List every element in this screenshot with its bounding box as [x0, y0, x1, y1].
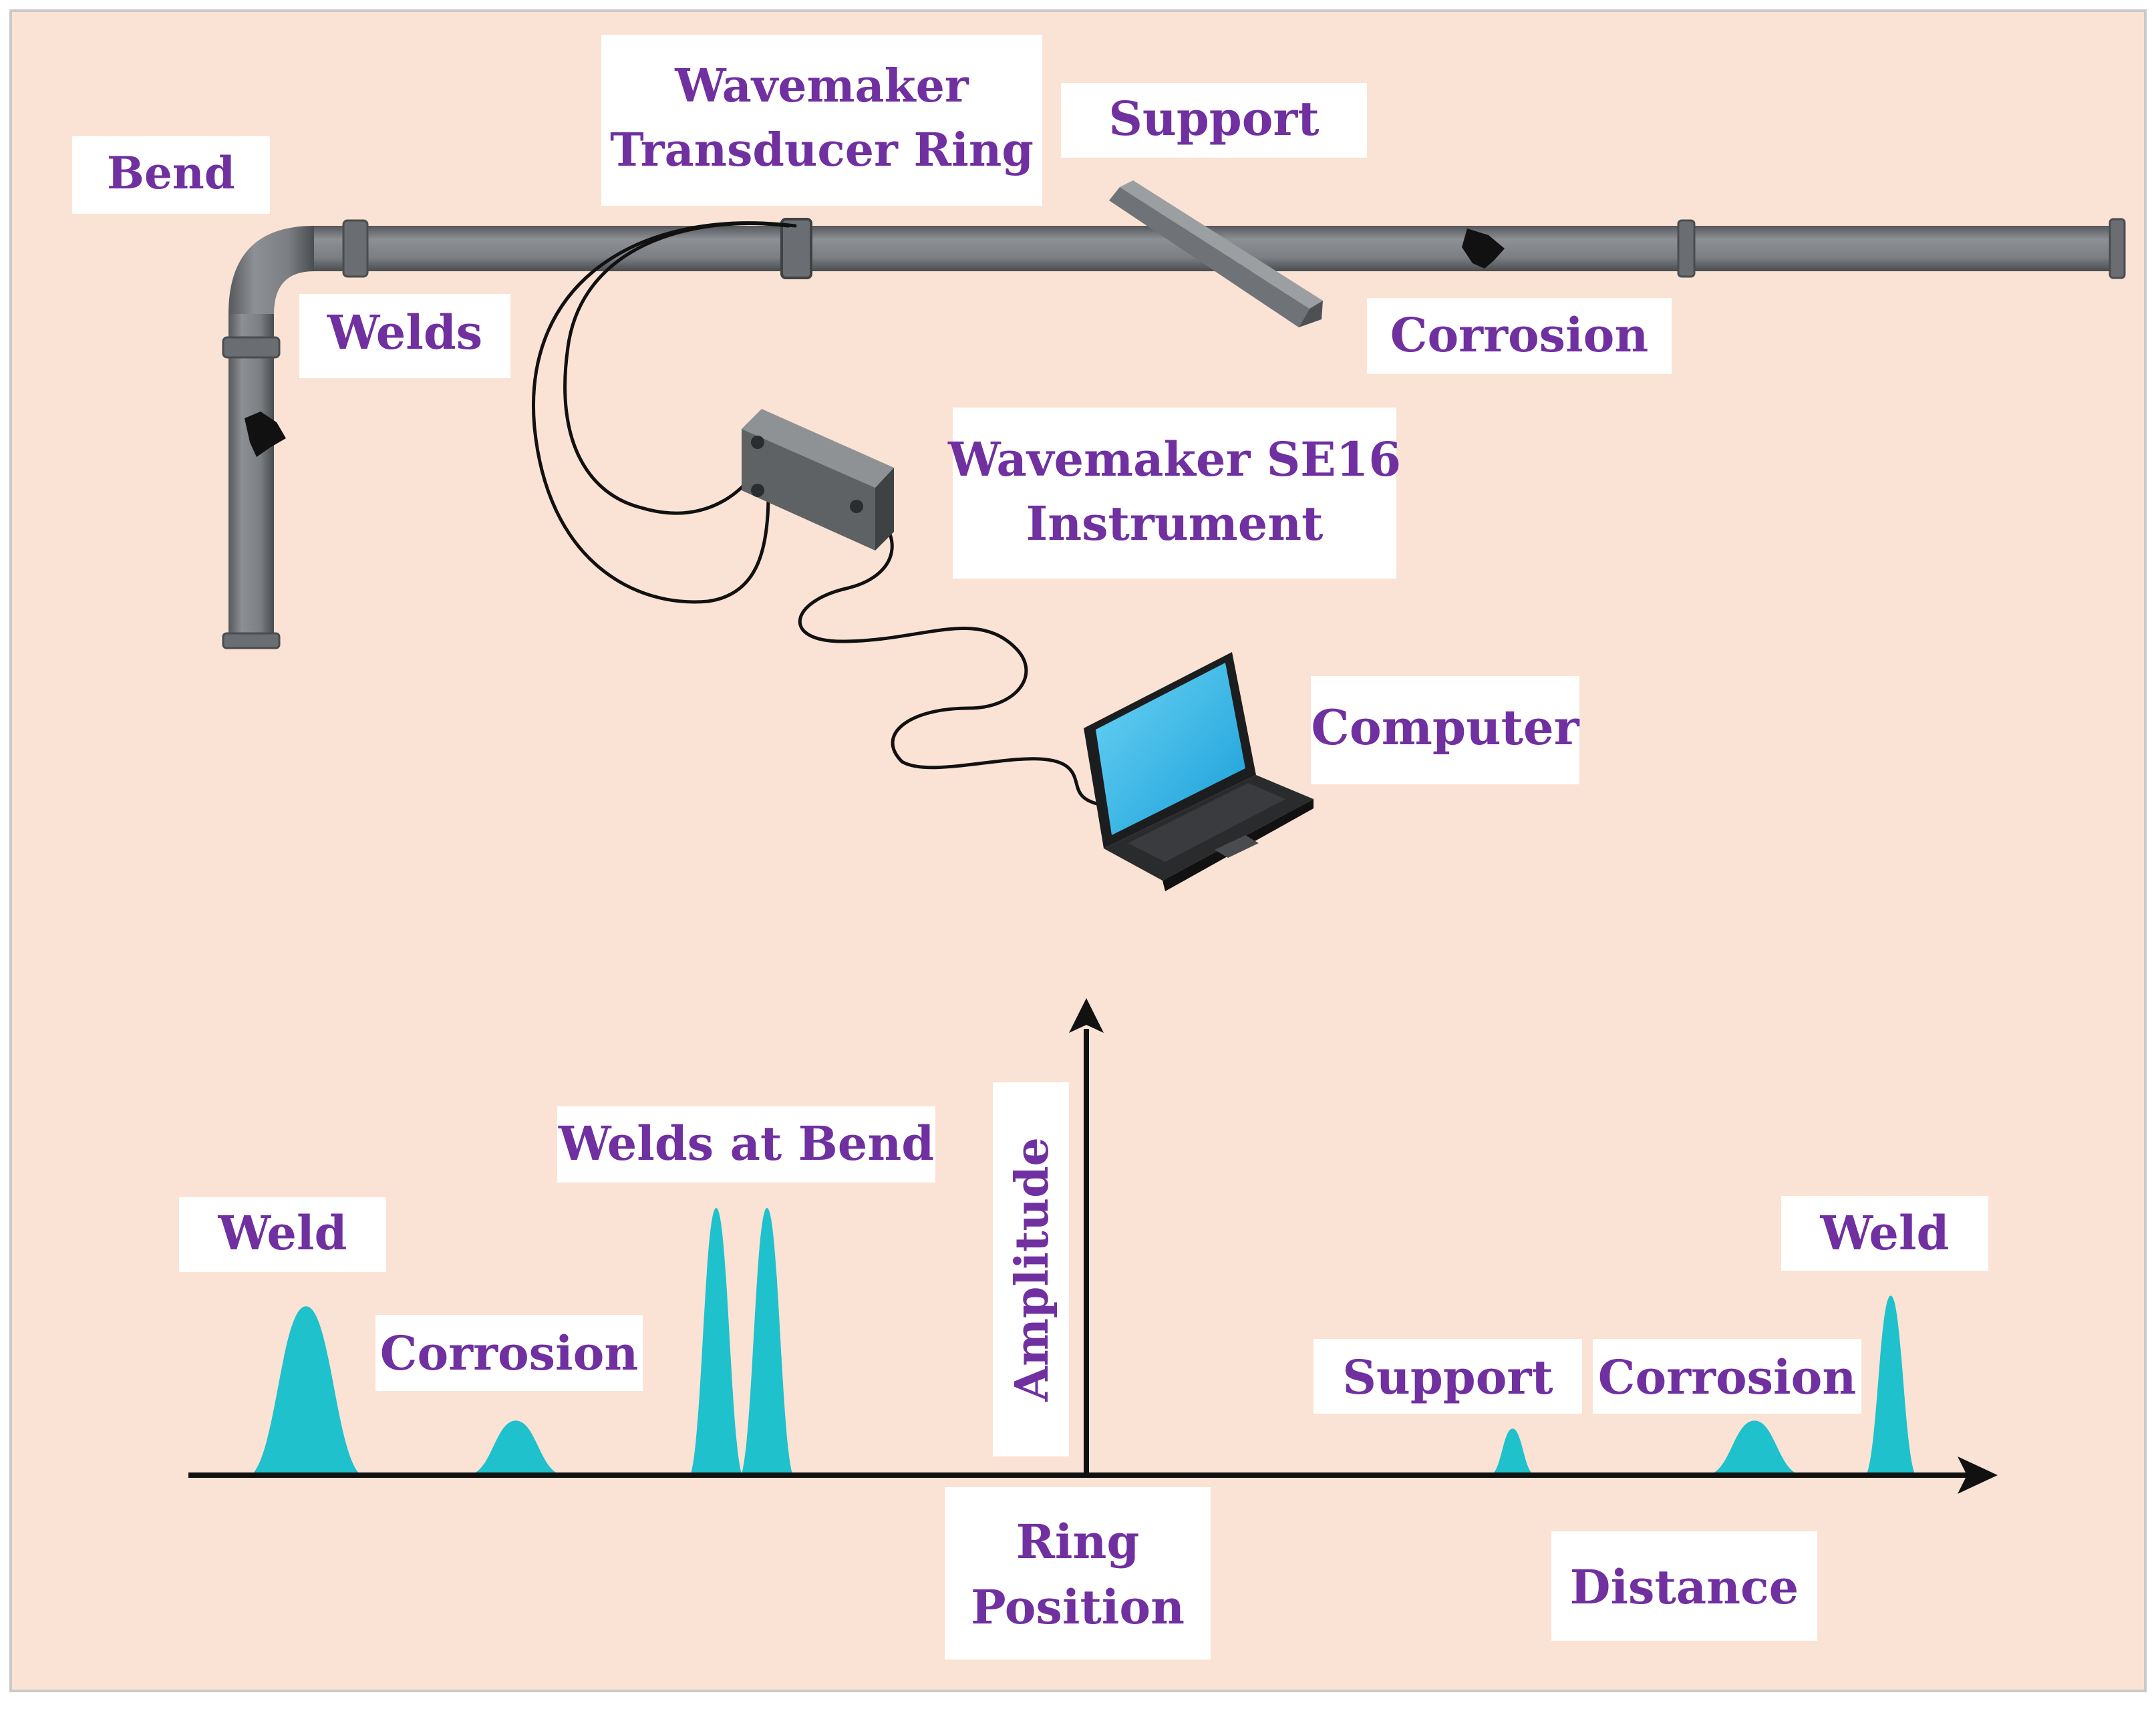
peak-label-weld-left: Weld	[218, 1205, 347, 1261]
signal-peaks	[253, 1208, 1915, 1474]
pipe-end-cap	[222, 632, 281, 649]
label-transducer-ring: Wavemaker Transducer Ring	[601, 35, 1042, 206]
weld-ring	[342, 219, 369, 278]
label-welds-text: Welds	[327, 305, 482, 360]
x-axis-arrowhead	[1958, 1456, 1998, 1494]
label-instrument: Wavemaker SE16 Instrument	[947, 408, 1401, 579]
label-support-top-text: Support	[1108, 91, 1319, 146]
peak-label-welds-at-bend: Welds at Bend	[558, 1116, 934, 1171]
ring-to-instrument-cable	[532, 221, 797, 604]
label-transducer-ring-line1: Wavemaker	[674, 59, 969, 113]
label-support-top: Support	[1061, 83, 1367, 158]
label-transducer-ring-line2: Transducer Ring	[610, 124, 1034, 177]
x-axis-label: Distance	[1570, 1559, 1799, 1615]
label-computer-text: Computer	[1311, 699, 1579, 756]
label-peak-corrosion-left: Corrosion	[375, 1315, 643, 1391]
peak-support	[1493, 1428, 1533, 1474]
pipe-end-cap	[2109, 218, 2126, 279]
pipe-support	[1109, 180, 1323, 327]
label-bend: Bend	[72, 136, 270, 214]
peak-welds-at-bend	[742, 1208, 792, 1474]
peak-corrosion-right	[1712, 1420, 1797, 1474]
label-bend-text: Bend	[107, 147, 235, 199]
label-peak-weld-right: Weld	[1781, 1196, 1988, 1271]
peak-label-weld-right: Weld	[1820, 1205, 1950, 1261]
label-distance: Distance	[1551, 1531, 1817, 1641]
cables	[532, 221, 1104, 807]
label-instrument-line1: Wavemaker SE16	[947, 432, 1401, 487]
label-corrosion-top: Corrosion	[1367, 298, 1672, 374]
laptop-computer	[1084, 652, 1314, 891]
label-ring-position: Ring Position	[945, 1487, 1211, 1660]
y-axis-arrowhead	[1069, 998, 1104, 1033]
label-peak-corrosion-right: Corrosion	[1593, 1339, 1861, 1414]
y-axis-label: Amplitude	[1006, 1137, 1059, 1402]
peak-welds-at-bend	[691, 1208, 742, 1474]
peak-weld-right	[1867, 1295, 1915, 1474]
vertical-pipe	[228, 314, 274, 641]
transducer-ring	[780, 218, 812, 279]
instrument-to-computer-cable	[798, 498, 1104, 807]
ring-to-instrument-cable	[563, 222, 790, 515]
label-amplitude: Amplitude	[993, 1082, 1069, 1456]
corrosion-patch	[1462, 228, 1505, 269]
instrument-device	[742, 409, 894, 551]
signal-axes	[188, 998, 1998, 1494]
weld-ring	[1677, 219, 1696, 278]
label-computer: Computer	[1311, 676, 1580, 784]
label-peak-weld-left: Weld	[179, 1197, 386, 1272]
weld-ring	[222, 336, 281, 359]
peak-weld-left	[253, 1306, 359, 1474]
label-peak-support: Support	[1314, 1339, 1582, 1414]
pipe-bend-elbow	[228, 226, 314, 314]
peak-corrosion-left	[473, 1420, 559, 1474]
label-instrument-line2: Instrument	[1026, 496, 1324, 551]
origin-label-line1: Ring	[1016, 1514, 1140, 1569]
label-corrosion-top-text: Corrosion	[1390, 307, 1648, 363]
peak-label-support: Support	[1342, 1350, 1553, 1405]
corrosion-patch	[245, 412, 286, 457]
peak-label-corrosion-left: Corrosion	[380, 1326, 638, 1381]
peak-label-corrosion-right: Corrosion	[1598, 1350, 1856, 1405]
origin-label-line2: Position	[971, 1579, 1185, 1635]
label-peak-welds-at-bend: Welds at Bend	[557, 1106, 935, 1183]
label-welds: Welds	[299, 294, 510, 378]
